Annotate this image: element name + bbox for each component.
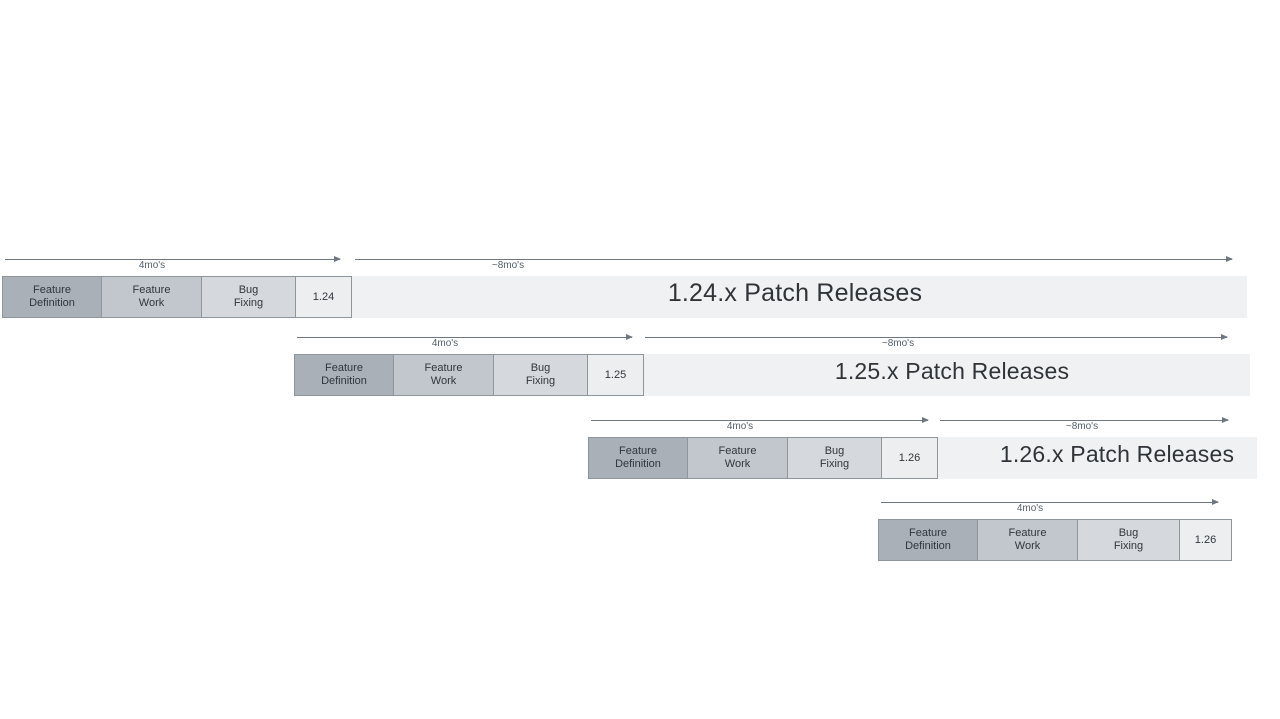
phase-label-line: Bug bbox=[824, 445, 845, 457]
phase-label-line: Fixing bbox=[233, 297, 264, 309]
phase-label-line: Fixing bbox=[819, 458, 850, 470]
patch-duration-label: ~8mo's bbox=[877, 338, 919, 350]
arrow-shaft bbox=[5, 259, 340, 260]
phase-label-line: Fixing bbox=[525, 375, 556, 387]
phase-label-line: Feature bbox=[325, 362, 363, 374]
development-duration-label: 4mo's bbox=[1012, 503, 1048, 515]
phase-label-line: Definition bbox=[905, 540, 951, 552]
phase-label-line: Feature bbox=[1008, 527, 1047, 539]
arrow-head-icon bbox=[626, 334, 633, 340]
arrow-head-icon bbox=[1221, 334, 1228, 340]
patch-duration-arrow bbox=[355, 255, 1233, 264]
patch-release-label: 1.26.x Patch Releases bbox=[999, 441, 1235, 468]
arrow-head-icon bbox=[334, 256, 341, 262]
phase-box-version: 1.25 bbox=[588, 354, 644, 396]
phase-label-line: Feature bbox=[619, 445, 657, 457]
arrow-head-icon bbox=[1212, 499, 1219, 505]
development-duration-label: 4mo's bbox=[722, 421, 758, 433]
phase-label-line: Bug bbox=[1118, 527, 1139, 539]
phase-label-line: Feature bbox=[132, 284, 171, 296]
phase-label-line: Bug bbox=[530, 362, 551, 374]
phase-label-line: 1.25 bbox=[604, 368, 627, 381]
arrow-head-icon bbox=[922, 417, 929, 423]
phase-label-line: Definition bbox=[615, 458, 661, 470]
phase-label-line: Feature bbox=[33, 284, 71, 296]
phase-label-line: Definition bbox=[29, 297, 75, 309]
phase-label-line: Work bbox=[430, 375, 457, 387]
arrow-shaft bbox=[297, 337, 632, 338]
phase-label-line: Definition bbox=[321, 375, 367, 387]
development-duration-arrow bbox=[591, 416, 929, 425]
arrow-shaft bbox=[355, 259, 1232, 260]
arrow-shaft bbox=[881, 502, 1218, 503]
phase-label-line: Work bbox=[1014, 540, 1041, 552]
phase-label-line: Fixing bbox=[1113, 540, 1144, 552]
phase-box-version: 1.26 bbox=[1180, 519, 1232, 561]
development-duration-label: 4mo's bbox=[427, 338, 463, 350]
phase-label-line: Bug bbox=[238, 284, 259, 296]
patch-duration-arrow bbox=[940, 416, 1229, 425]
arrow-shaft bbox=[645, 337, 1227, 338]
phase-label-line: Feature bbox=[424, 362, 463, 374]
phase-label-line: 1.26 bbox=[1194, 533, 1217, 546]
phase-box-version: 1.26 bbox=[882, 437, 938, 479]
arrow-head-icon bbox=[1226, 256, 1233, 262]
phase-label-line: Work bbox=[724, 458, 751, 470]
patch-release-label: 1.24.x Patch Releases bbox=[667, 279, 923, 307]
arrow-head-icon bbox=[1222, 417, 1229, 423]
patch-duration-arrow bbox=[645, 333, 1228, 342]
development-duration-label: 4mo's bbox=[134, 260, 170, 272]
phase-label-line: 1.24 bbox=[312, 290, 335, 303]
phase-label-line: Work bbox=[138, 297, 165, 309]
arrow-shaft bbox=[591, 420, 928, 421]
development-duration-arrow bbox=[5, 255, 341, 264]
phase-label-line: Feature bbox=[909, 527, 947, 539]
phase-box-version: 1.24 bbox=[296, 276, 352, 318]
arrow-shaft bbox=[940, 420, 1228, 421]
patch-duration-label: ~8mo's bbox=[1061, 421, 1103, 433]
development-duration-arrow bbox=[881, 498, 1219, 507]
phase-label-line: Feature bbox=[718, 445, 757, 457]
patch-duration-label: ~8mo's bbox=[487, 260, 529, 272]
patch-release-label: 1.25.x Patch Releases bbox=[834, 358, 1070, 385]
phase-label-line: 1.26 bbox=[898, 451, 921, 464]
development-duration-arrow bbox=[297, 333, 633, 342]
